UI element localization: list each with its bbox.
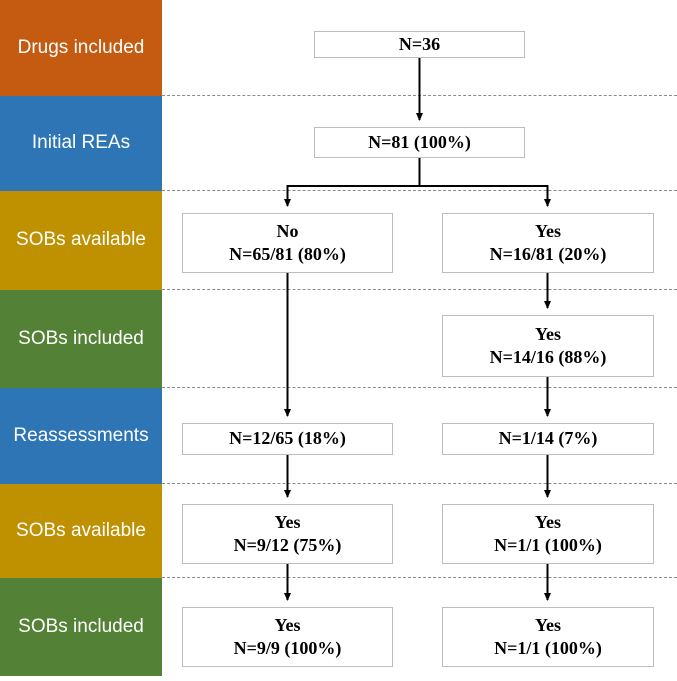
flow-box-text: N=1/14 (7%) [498, 428, 598, 449]
flow-box-sobs-available2-left: Yes N=9/12 (75%) [182, 504, 393, 564]
sidebar-item-drugs-included: Drugs included [0, 0, 162, 96]
flow-box-reassessments-left: N=12/65 (18%) [182, 423, 393, 455]
flow-box-text: N=16/81 (20%) [489, 244, 607, 264]
sidebar-item-sobs-available: SOBs available [0, 191, 162, 290]
sidebar-label: SOBs available [16, 519, 146, 541]
row-separator [162, 289, 677, 290]
row-separator [162, 190, 677, 191]
sidebar-label: Drugs included [17, 36, 145, 58]
flow-box-text: Yes [274, 511, 301, 532]
flow-box-text: Yes [535, 220, 561, 241]
sidebar-label: SOBs available [16, 229, 146, 251]
flow-box-initial-reas: N=81 (100%) [314, 127, 525, 158]
row-separator [162, 577, 677, 578]
flow-box-sobs-available-yes: Yes N=16/81 (20%) [442, 213, 654, 273]
flow-box-reassessments-right: N=1/14 (7%) [442, 423, 654, 455]
flow-box-text: N=1/1 (100%) [494, 535, 602, 555]
flow-box-sobs-available2-right: Yes N=1/1 (100%) [442, 504, 654, 564]
flow-box-text: N=1/1 (100%) [494, 638, 602, 658]
flow-box-text: N=12/65 (18%) [229, 428, 346, 449]
sidebar-label: SOBs included [18, 327, 144, 349]
sidebar-label: Reassessments [13, 424, 149, 446]
row-separator [162, 483, 677, 484]
sidebar-label: Initial REAs [31, 132, 131, 154]
flow-box-drugs-total: N=36 [314, 31, 525, 58]
flow-box-text: N=36 [398, 33, 441, 54]
flow-box-text: N=9/9 (100%) [233, 638, 342, 658]
flow-box-text: No [276, 220, 299, 241]
flow-box-sobs-included2-left: Yes N=9/9 (100%) [182, 607, 393, 667]
sidebar-item-initial-reas: Initial REAs [0, 96, 162, 191]
flow-box-text: Yes [535, 323, 561, 344]
sidebar-item-reassessments: Reassessments [0, 388, 162, 484]
flow-box-text: N=81 (100%) [368, 131, 471, 152]
sidebar-item-sobs-included-2: SOBs included [0, 578, 162, 676]
flow-box-sobs-available-no: No N=65/81 (80%) [182, 213, 393, 273]
flow-box-text: N=14/16 (88%) [489, 347, 607, 367]
sidebar-item-sobs-available-2: SOBs available [0, 484, 162, 578]
sidebar-label: SOBs included [18, 615, 144, 637]
flow-box-text: Yes [274, 614, 301, 635]
flow-box-text: N=65/81 (80%) [229, 244, 346, 264]
flow-box-text: Yes [535, 614, 561, 635]
flow-box-sobs-included2-right: Yes N=1/1 (100%) [442, 607, 654, 667]
sidebar-item-sobs-included: SOBs included [0, 290, 162, 388]
row-separator [162, 95, 677, 96]
flow-box-sobs-included-yes: Yes N=14/16 (88%) [442, 315, 654, 377]
flow-box-text: Yes [535, 511, 561, 532]
row-separator [162, 387, 677, 388]
flow-box-text: N=9/12 (75%) [233, 535, 342, 555]
